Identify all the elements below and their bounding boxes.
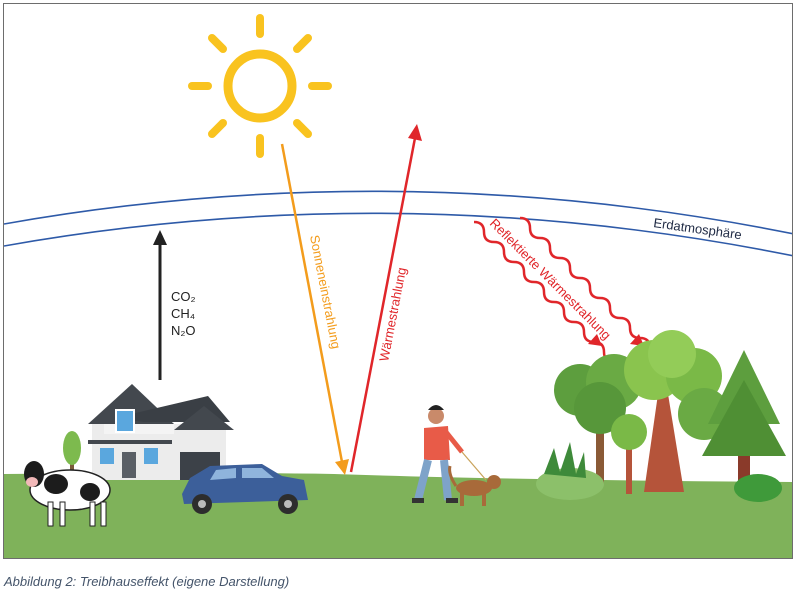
car-icon	[182, 464, 308, 514]
reflected-heat-arrows	[473, 216, 652, 373]
atmosphere-band	[4, 190, 792, 257]
cow-icon	[24, 461, 111, 527]
house-icon	[88, 384, 234, 480]
heat-radiation-arrow	[349, 124, 422, 473]
diagram-frame: Erdatmosphäre Sonneneinstrahlung Wärmest…	[3, 3, 793, 559]
gas-n2o-label: N₂O	[171, 323, 196, 338]
reflected-arrowhead	[588, 334, 602, 346]
dog-leash	[461, 451, 487, 481]
gas-co2-label: CO₂	[171, 289, 196, 304]
dog-icon	[448, 465, 501, 506]
forest-icon	[536, 330, 786, 502]
sun-icon	[188, 14, 332, 158]
reflected-heat-label: Reflektierte Wärmestrahlung	[487, 216, 614, 343]
emission-arrow	[153, 230, 167, 380]
solar-radiation-label: Sonneneinstrahlung	[307, 234, 344, 350]
greenhouse-effect-scene: Erdatmosphäre Sonneneinstrahlung Wärmest…	[4, 14, 792, 558]
figure-caption: Abbildung 2: Treibhauseffekt (eigene Dar…	[4, 574, 290, 589]
person-icon	[412, 405, 464, 503]
reflected-arrowhead	[630, 334, 644, 346]
small-tree-icon	[63, 431, 81, 470]
solar-radiation-arrow	[280, 143, 349, 475]
gas-ch4-label: CH₄	[171, 306, 195, 321]
